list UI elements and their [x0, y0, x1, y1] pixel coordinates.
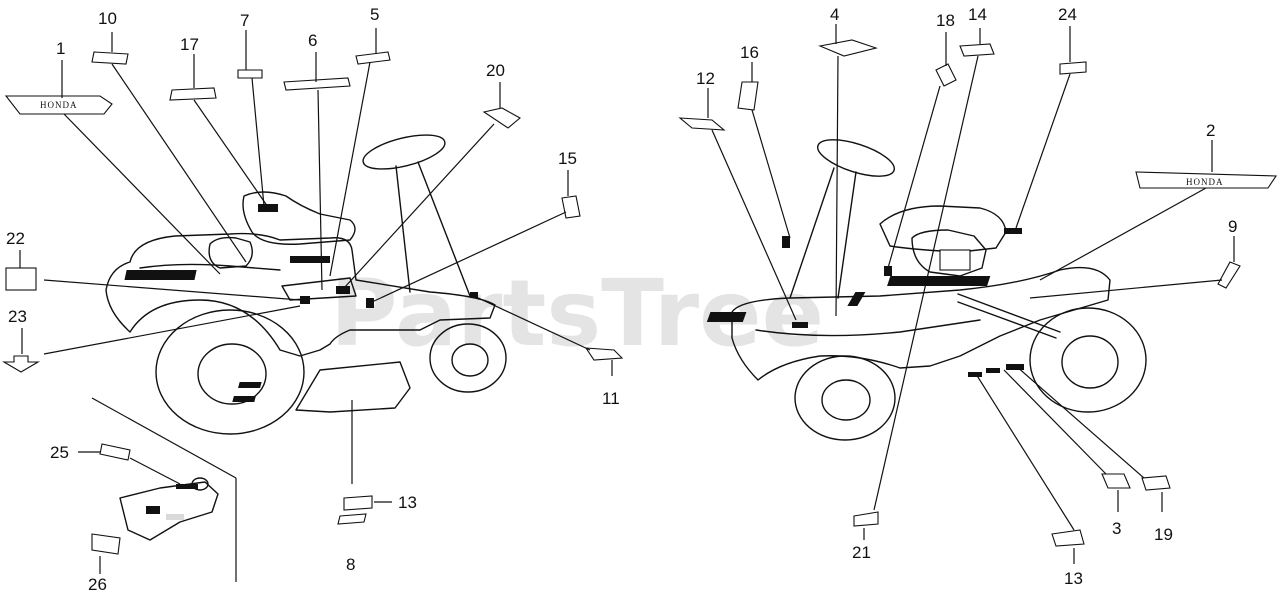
callout-18: 18 — [936, 11, 955, 30]
callout-5: 5 — [370, 5, 379, 24]
callout-21: 21 — [852, 543, 871, 562]
callout-26: 26 — [88, 575, 107, 594]
callout-25: 25 — [50, 443, 69, 462]
callout-2: 2 — [1206, 121, 1215, 140]
left-label-shapes: HONDA — [1, 51, 624, 555]
callout-15: 15 — [558, 149, 577, 168]
leader-lines — [19, 24, 1235, 574]
callout-11: 11 — [602, 389, 620, 408]
callout-24: 24 — [1058, 5, 1077, 24]
callout-13-right: 13 — [1064, 569, 1083, 588]
watermark-text: PartsTree — [330, 260, 824, 367]
callout-4: 4 — [830, 5, 839, 24]
callout-7: 7 — [240, 11, 249, 30]
callout-13-left: 13 — [398, 493, 417, 512]
callout-14: 14 — [968, 5, 987, 24]
honda-brand-left: HONDA — [40, 100, 78, 110]
inset-divider — [91, 397, 237, 479]
callout-17: 17 — [180, 35, 199, 54]
callout-6: 6 — [308, 31, 317, 50]
right-mower-illustration — [706, 139, 1147, 441]
honda-brand-right: HONDA — [1186, 177, 1224, 187]
callout-16: 16 — [740, 43, 759, 62]
callout-22: 22 — [6, 229, 25, 248]
right-label-shapes: HONDA — [678, 39, 1278, 547]
callout-19: 19 — [1154, 525, 1173, 544]
callout-3: 3 — [1112, 519, 1121, 538]
callout-12: 12 — [696, 69, 715, 88]
inset-grass-bag-illustration — [119, 477, 219, 541]
callout-20: 20 — [486, 61, 505, 80]
callout-10: 10 — [98, 9, 117, 28]
callout-8: 8 — [346, 555, 355, 574]
callout-numbers: 1 2 3 4 5 6 7 8 9 10 11 12 13 13 14 15 1… — [6, 5, 1237, 594]
callout-9: 9 — [1228, 217, 1237, 236]
callout-23: 23 — [8, 307, 27, 326]
callout-1: 1 — [56, 39, 65, 58]
